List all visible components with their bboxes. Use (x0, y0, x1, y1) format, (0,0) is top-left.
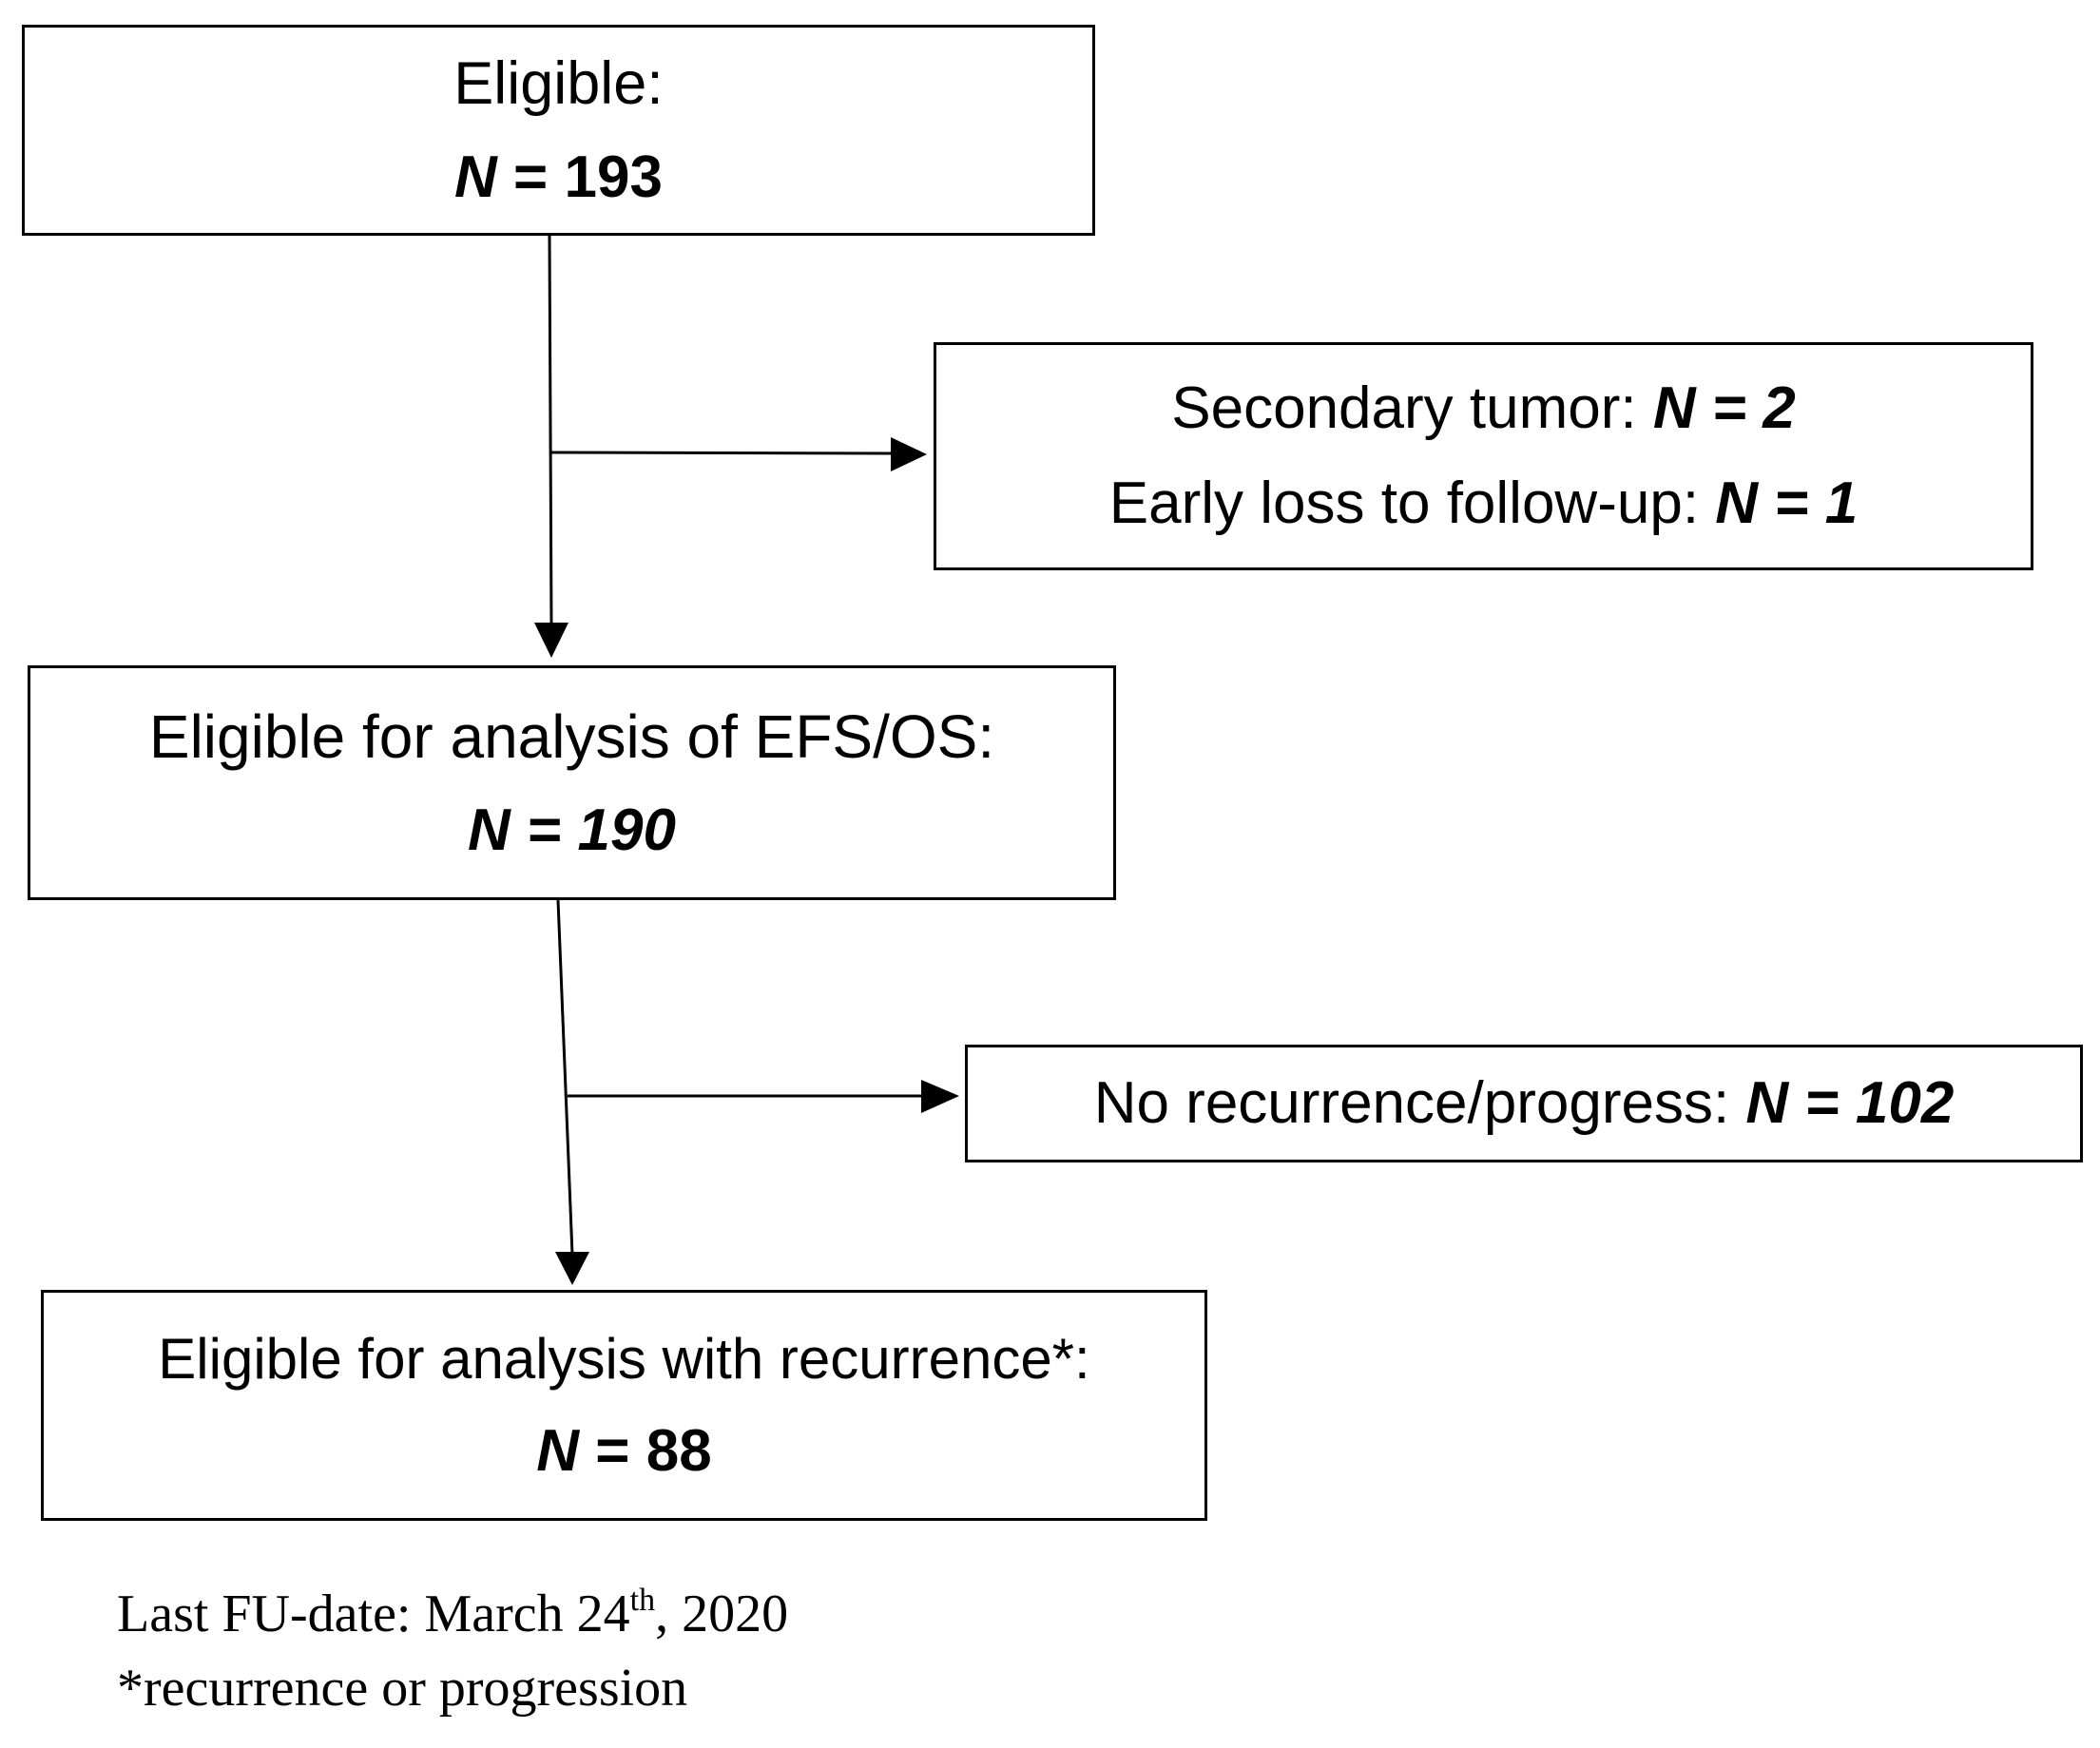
recurrence-box: Eligible for analysis with recurrence*: … (41, 1290, 1207, 1521)
recurrence-count: N = 88 (536, 1421, 711, 1481)
eligible-label: Eligible: (453, 49, 664, 117)
efs-os-count: N = 190 (468, 797, 676, 863)
efs-os-box: Eligible for analysis of EFS/OS: N = 190 (28, 665, 1116, 900)
footnote-asterisk-note: *recurrence or progression (117, 1659, 688, 1718)
no-recurrence-label: No recurrence/progress: (1093, 1070, 1746, 1136)
arrowhead-to-excluded-box (891, 437, 927, 471)
footnote-last-fu-text: Last FU-date: March 24 (117, 1585, 630, 1643)
early-loss-line: Early loss to follow-up: N = 1 (1109, 474, 1858, 533)
arrowhead-to-recurrence-box (555, 1252, 589, 1285)
recurrence-count-n: N (536, 1417, 580, 1484)
efs-os-label: Eligible for analysis of EFS/OS: (148, 701, 995, 771)
arrowhead-to-efs-box (534, 623, 568, 658)
footnote-ordinal-suffix: th (629, 1583, 656, 1618)
early-loss-label: Early loss to follow-up: (1108, 471, 1716, 536)
recurrence-count-value: = 88 (579, 1417, 712, 1484)
no-recurrence-count: N = 102 (1745, 1070, 1955, 1136)
excluded-box: Secondary tumor: N = 2 Early loss to fol… (934, 342, 2033, 570)
connector-efs-to-recurrence (556, 899, 574, 1256)
no-recurrence-line: No recurrence/progress: N = 102 (1094, 1074, 1955, 1133)
eligible-count: N = 193 (454, 147, 663, 207)
footnote-year: , 2020 (655, 1585, 789, 1643)
secondary-tumor-count: N = 2 (1652, 375, 1796, 441)
footnote-last-fu-date: Last FU-date: March 24th, 2020 (117, 1585, 789, 1643)
no-recurrence-box: No recurrence/progress: N = 102 (965, 1045, 2083, 1162)
eligible-count-value: = 193 (496, 144, 663, 210)
arrowhead-to-no-recurrence-box (921, 1080, 959, 1113)
connector-eligible-to-efs (548, 235, 553, 630)
secondary-tumor-line: Secondary tumor: N = 2 (1171, 379, 1796, 438)
early-loss-count: N = 1 (1715, 471, 1859, 536)
secondary-tumor-label: Secondary tumor: (1171, 375, 1653, 441)
eligible-count-n: N (454, 144, 497, 210)
eligible-box: Eligible: N = 193 (22, 25, 1095, 236)
recurrence-label: Eligible for analysis with recurrence*: (158, 1326, 1090, 1391)
connector-to-excluded (549, 451, 895, 455)
